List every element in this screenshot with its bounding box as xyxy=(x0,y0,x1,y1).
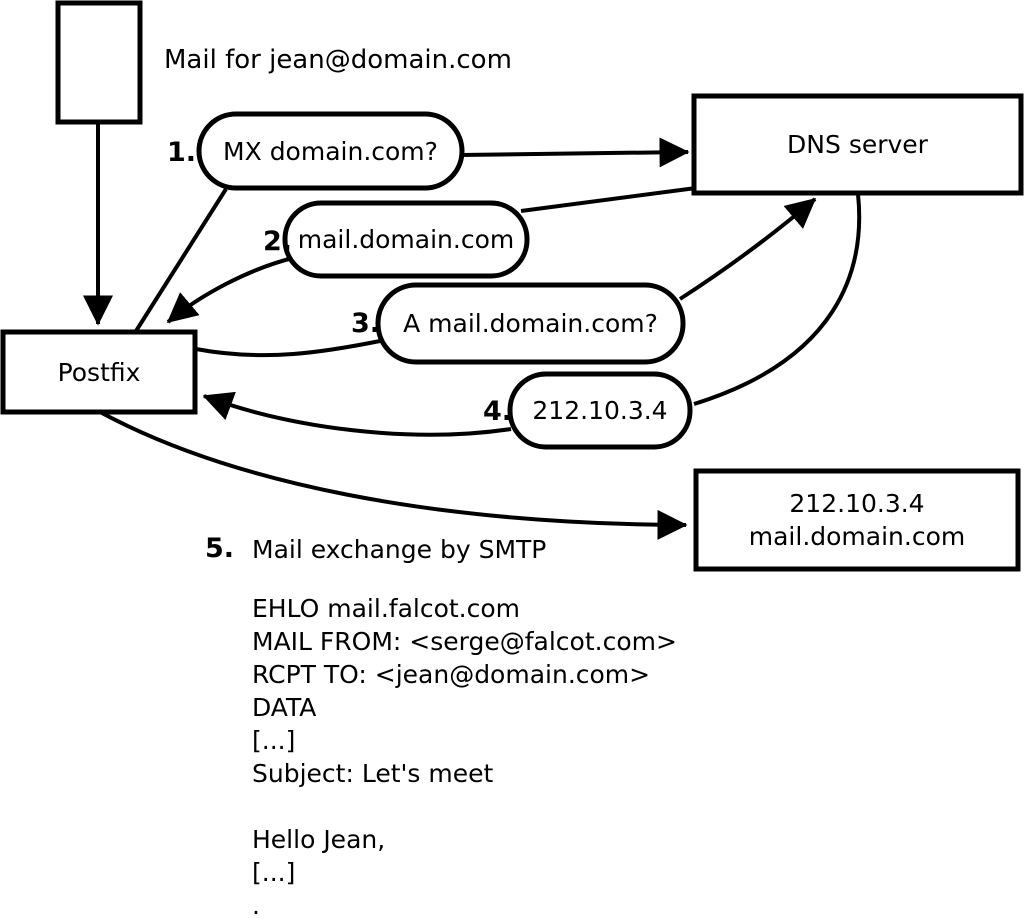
mx-query-pill xyxy=(196,111,465,191)
a-answer-pill xyxy=(507,371,693,450)
arrow-mx-query-to-dns xyxy=(460,137,690,168)
a-answer-label: 212.10.3.4 xyxy=(532,396,668,425)
postfix-box xyxy=(0,329,198,415)
step-2-number: 2. xyxy=(263,226,293,257)
smtp-session-text: EHLO mail.falcot.com MAIL FROM: <serge@f… xyxy=(252,594,677,919)
line-dns-to-mx-answer xyxy=(520,186,697,213)
postfix-label: Postfix xyxy=(57,357,141,387)
mail-server-box xyxy=(693,468,1021,572)
step-5-number: 5. xyxy=(205,533,235,564)
step-3-number: 3. xyxy=(351,308,381,339)
mx-query-label: MX domain.com? xyxy=(223,136,438,166)
mx-answer-label: mail.domain.com xyxy=(297,225,515,254)
a-query-pill xyxy=(375,282,686,365)
dns-server-label: DNS server xyxy=(787,130,928,159)
step-1-number: 1. xyxy=(167,137,197,168)
mail-server-ip: 212.10.3.4 xyxy=(789,489,925,518)
arrow-postfix-to-mailserver-smtp xyxy=(99,410,688,540)
step-5-label: Mail exchange by SMTP xyxy=(252,535,547,564)
step-4-number: 4. xyxy=(483,396,513,427)
mx-answer-pill xyxy=(282,200,530,279)
arrow-mx-answer-to-postfix xyxy=(166,255,298,324)
line-postfix-to-a-query xyxy=(195,339,381,358)
mail-note-label: Mail for jean@domain.com xyxy=(164,45,512,75)
line-dns-to-a-answer xyxy=(693,193,862,406)
mail-server-hostname: mail.domain.com xyxy=(748,522,966,551)
arrow-a-query-to-dns xyxy=(678,197,817,301)
line-postfix-to-mx-query xyxy=(134,187,228,333)
dns-server-box xyxy=(691,93,1024,196)
a-query-label: A mail.domain.com? xyxy=(403,309,658,338)
arrow-a-answer-to-postfix xyxy=(202,391,512,437)
mail-document-shape xyxy=(55,0,143,125)
mail-server-label: 212.10.3.4 mail.domain.com xyxy=(696,471,1018,569)
